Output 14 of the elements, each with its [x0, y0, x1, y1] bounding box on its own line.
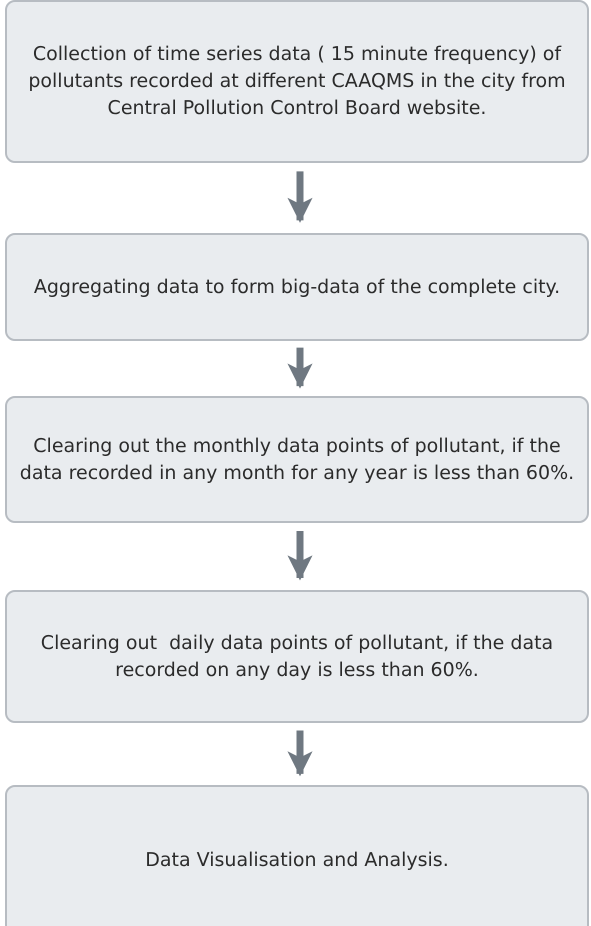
- process-box: [5, 233, 589, 341]
- arrow: [287, 171, 313, 223]
- step-text: Collection of time series data ( 15 minute frequency) of pollutants recorded at different CAAQMS in the city from Central Pollution Control Board website.: [27, 42, 567, 121]
- arrow: [287, 730, 313, 776]
- step-text: Aggregating data to form big-data of the complete city.: [34, 274, 560, 300]
- process-box: [5, 590, 589, 723]
- step-text: Clearing out the monthly data points of pollutant, if the data recorded in any month for any year is less than 60%.: [19, 434, 575, 486]
- process-box: [5, 396, 589, 523]
- process-box: [5, 785, 589, 926]
- process-box: [5, 0, 589, 163]
- arrow: [287, 531, 313, 580]
- arrow: [287, 348, 313, 389]
- step-text: Data Visualisation and Analysis.: [145, 848, 449, 872]
- step-text: Clearing out daily data points of pollutant, if the data recorded on any day is less than 60%.: [40, 630, 554, 682]
